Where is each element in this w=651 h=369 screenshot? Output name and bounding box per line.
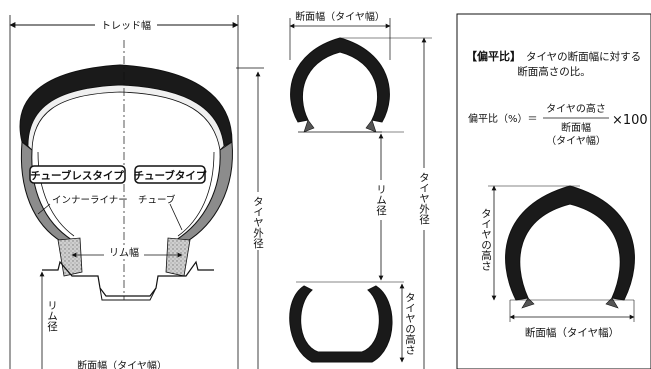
formula-numerator: タイヤの高さ — [546, 102, 606, 115]
formula-lhs: 偏平比（%）＝ — [468, 112, 538, 125]
rim-width-label: リム幅 — [109, 246, 139, 259]
panel-width-label: 断面幅（タイヤ幅） — [525, 326, 619, 339]
definition-line2: 断面高さの比。 — [517, 65, 591, 78]
formula-denominator-line1: 断面幅 — [561, 121, 591, 134]
tire-height-label-middle: タイヤの高さ — [404, 292, 416, 355]
definition-line1: タイヤの断面幅に対する — [526, 50, 641, 63]
section-width-label-middle: 断面幅（タイヤ幅） — [295, 10, 385, 23]
middle-top-tire — [290, 37, 390, 123]
aspect-ratio-panel: 【偏平比】 タイヤの断面幅に対する 断面高さの比。 偏平比（%）＝ タイヤの高さ… — [456, 13, 651, 369]
formula-multiplier: ×100 — [612, 113, 648, 128]
outer-diameter-label-left: タイヤ外径 — [252, 196, 264, 249]
outer-diameter-label-middle: タイヤ外径 — [418, 172, 430, 225]
formula-denominator-line2: （タイヤ幅） — [546, 134, 606, 147]
inner-liner-label: インナーライナー — [52, 195, 128, 206]
definition-term: 【偏平比】 — [466, 49, 521, 63]
rim-diameter-label-middle: リム径 — [375, 184, 387, 216]
tread-width-label: トレッド幅 — [101, 19, 151, 32]
tube-label: チューブ — [138, 194, 176, 206]
rim-diameter-label-left: リム径 — [46, 300, 58, 332]
middle-tire-cross-section: 断面幅（タイヤ幅） リム径 タイヤ外径 タイヤの高さ — [289, 10, 432, 369]
tubeless-type-label: チューブレスタイプ — [30, 169, 124, 182]
middle-bottom-tire — [289, 285, 393, 363]
left-rim — [42, 260, 214, 297]
left-tire-cross-section: トレッド幅 チューブレスタイプ チューブタイプ インナーライナー チューブ リム… — [9, 15, 265, 369]
section-width-label-left: 断面幅（タイヤ幅） — [77, 359, 167, 369]
tube-type-label: チューブタイプ — [134, 169, 207, 182]
panel-height-label: タイヤの高さ — [480, 208, 492, 271]
